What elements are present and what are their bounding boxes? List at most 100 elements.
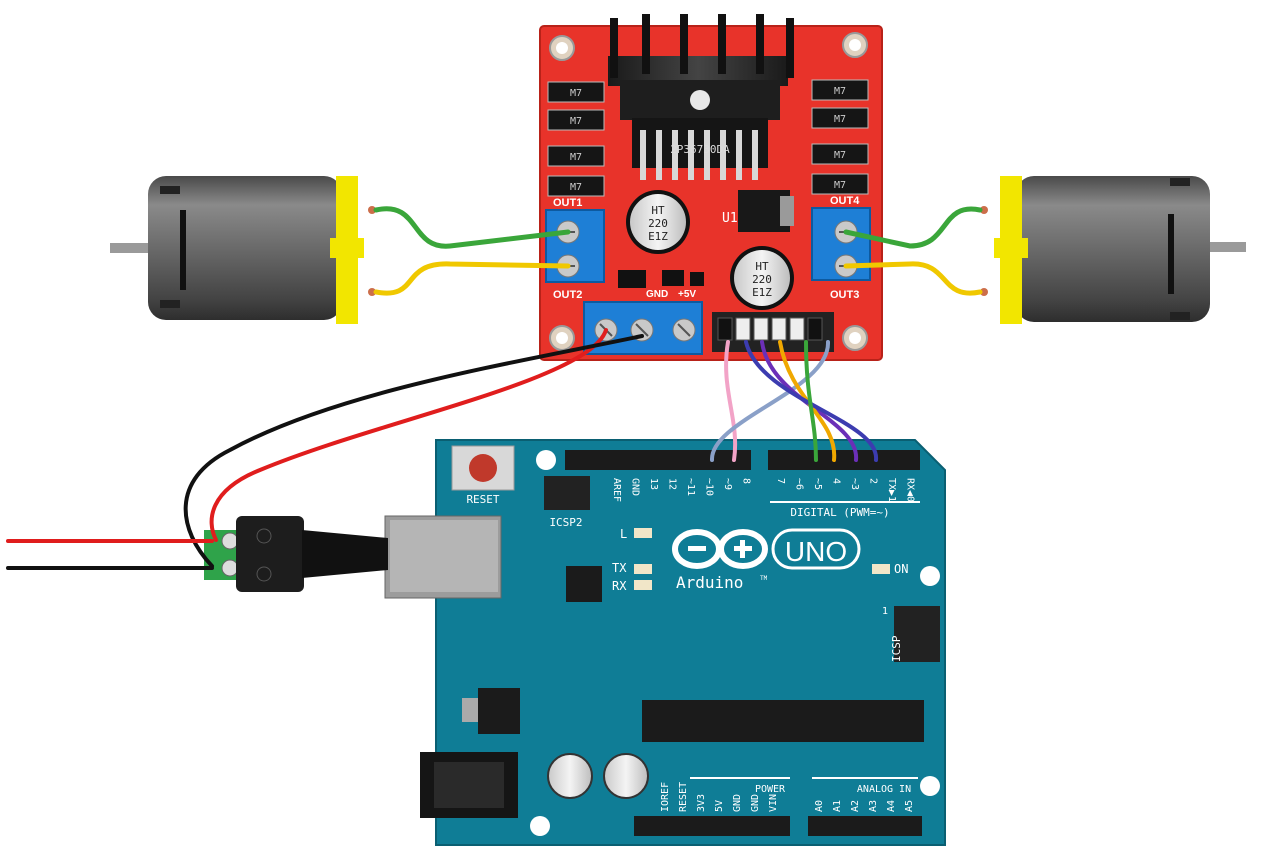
pin-label: A4 [886,800,897,812]
pin-label: AREF [611,478,622,502]
pin-label: A3 [868,800,879,812]
pin-label: A0 [814,800,825,812]
diode-label: M7 [570,116,582,127]
model-label: UNO [785,536,847,567]
label-5v: +5V [678,289,696,300]
analog-header [808,816,922,836]
regulator-label: U1 [722,211,738,226]
led-rx-label: RX [612,579,627,593]
pin-label: ~11 [685,478,696,496]
label-out3: OUT3 [830,289,859,301]
pin-label: A5 [904,800,915,812]
dc-barrel-adapter [204,516,388,592]
label-out2: OUT2 [553,289,582,301]
jumper[interactable] [618,270,646,288]
power-header [634,816,790,836]
atmega-chip [642,700,924,742]
wire-steelblue [709,340,831,462]
usb-chip [566,566,602,602]
diode-label: M7 [834,150,846,161]
motor-left [110,176,376,324]
dc-power-jack[interactable] [420,752,518,818]
pin-label: ~6 [794,478,805,490]
led-rx [634,580,652,590]
icsp2-header: ICSP2 [544,476,590,529]
pin-label: A1 [832,800,843,812]
wire-green-right [843,206,983,249]
pin-label: 13 [648,478,659,490]
pin-label: IOREF [660,782,671,812]
brand-label: Arduino [676,573,743,592]
digital-header-left [565,450,751,470]
led-tx [634,564,652,574]
l298n-driver-board: 2P36730DA M7 M7 M7 M7 M7 M7 M7 M7 [539,14,883,361]
icsp-pin1: 1 [882,606,888,617]
pin-label: ~10 [704,478,715,496]
led-tx-label: TX [612,561,627,575]
label-gnd: GND [646,289,668,300]
pin-label: GND [750,794,761,812]
mounting-hole [920,776,940,796]
wire-yellow-left [373,261,571,296]
l298-chip: 2P36730DA [632,118,768,180]
wire-green-signal [804,340,818,462]
pin-label: 2 [868,478,879,484]
pin-label: 5V [714,800,725,812]
input-header [712,312,834,352]
screw-minus[interactable] [221,559,239,577]
icsp-label: ICSP [890,635,903,662]
arduino-logo: UNO Arduino TM [672,528,861,592]
led-l-label: L [620,527,627,541]
pin-label: 12 [667,478,678,490]
cap-text: E1Z [752,286,772,299]
trademark: TM [760,575,768,582]
digital-header-right [768,450,920,470]
wire-yellow-right [843,261,983,296]
label-out1: OUT1 [553,197,582,209]
pin-label: VIN [768,794,779,812]
diodes-right: M7 M7 M7 M7 [811,79,869,195]
capacitor-right: HT 220 E1Z [730,246,794,310]
analog-label: ANALOG IN [857,784,911,795]
diode-label: M7 [834,114,846,125]
diode-label: M7 [570,88,582,99]
diode-label: M7 [570,152,582,163]
pin-label: ~3 [849,478,860,490]
reset-label: RESET [466,493,499,506]
regulator-chip [478,688,520,734]
motor-right [980,176,1246,324]
diode-label: M7 [834,86,846,97]
led-on [872,564,890,574]
cap-text: E1Z [648,230,668,243]
capacitor [603,753,649,799]
heatsink [608,14,794,120]
pin-label: RESET [678,782,689,812]
chip-marking: 2P36730DA [670,143,730,156]
capacitor [547,753,593,799]
cap-text: 220 [648,217,668,230]
capacitor-left: HT 220 E1Z [626,190,690,254]
power-label: POWER [755,784,786,795]
pin-label: 7 [775,478,786,484]
screw-plus[interactable] [221,532,239,550]
digital-label: DIGITAL (PWM=~) [790,506,889,519]
wire-indigo [744,340,879,462]
cap-text: 220 [752,273,772,286]
cap-text: HT [755,260,769,273]
mounting-hole [920,566,940,586]
usb-port[interactable] [384,515,502,599]
pin-label: TX▶1 [886,478,897,502]
led-l [634,528,652,538]
icsp-header: 1 ICSP [882,606,940,662]
pin-label: RX◀0 [905,478,916,502]
pin-label: ~9 [722,478,733,490]
pin-label: 4 [831,478,842,484]
diode-label: M7 [834,180,846,191]
reset-button[interactable]: RESET [451,445,515,506]
pin-label: GND [732,794,743,812]
